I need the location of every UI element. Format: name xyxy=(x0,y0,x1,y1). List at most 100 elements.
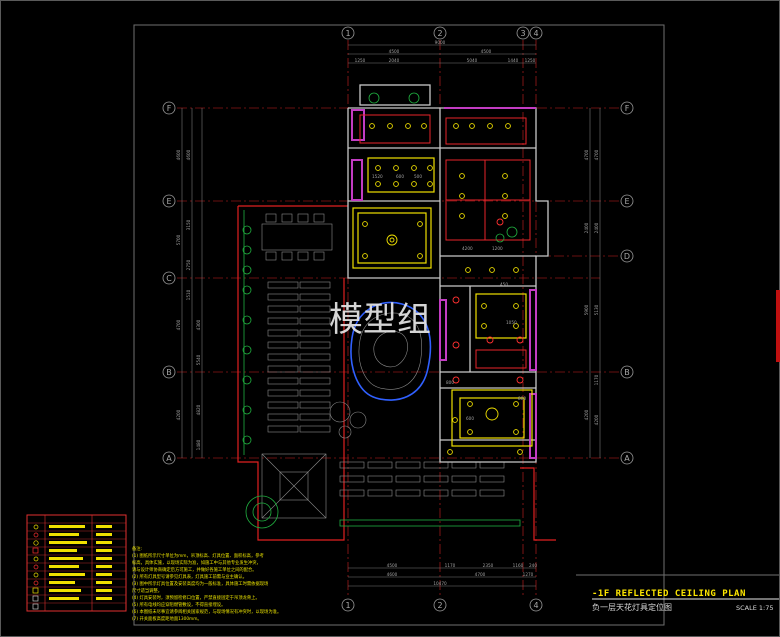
legend-descriptions xyxy=(49,525,112,600)
left-dimension-chain: 4600 5700 4700 4200 4600 3150 2750 1510 … xyxy=(176,108,203,458)
svg-text:4600: 4600 xyxy=(387,572,398,577)
svg-text:5130: 5130 xyxy=(594,304,599,315)
svg-text:E: E xyxy=(166,197,171,206)
svg-text:(1) 图纸所示尺寸单位为mm，吊顶标高、灯具位置、面积标高: (1) 图纸所示尺寸单位为mm，吊顶标高、灯具位置、面积标高，参考 xyxy=(132,552,265,559)
svg-text:4700: 4700 xyxy=(176,319,181,330)
svg-text:B: B xyxy=(166,368,172,377)
svg-text:1440: 1440 xyxy=(508,58,519,63)
building-walls xyxy=(347,84,549,463)
svg-text:4200: 4200 xyxy=(584,409,589,420)
svg-text:请与设计师协商确定后方可施工，并做好各施工单位之间的配合。: 请与设计师协商确定后方可施工，并做好各施工单位之间的配合。 xyxy=(132,566,257,573)
svg-text:4: 4 xyxy=(533,29,538,38)
svg-text:5900: 5900 xyxy=(584,304,589,315)
legend-table xyxy=(26,514,127,612)
svg-text:600: 600 xyxy=(466,416,474,421)
svg-text:4200: 4200 xyxy=(594,414,599,425)
svg-text:4700: 4700 xyxy=(594,149,599,160)
axis-bubble-bottom-4: 4 xyxy=(529,598,543,612)
svg-text:(3) 图中所示灯具位置及安装高度均为一般标准，具体施工时需: (3) 图中所示灯具位置及安装高度均为一般标准，具体施工时需依据现场 xyxy=(132,580,269,587)
svg-text:1250: 1250 xyxy=(355,58,366,63)
svg-text:1: 1 xyxy=(345,29,350,38)
axis-bubble-right-F: F xyxy=(620,101,634,115)
axis-bubble-left-B: B xyxy=(162,365,176,379)
svg-text:1160: 1160 xyxy=(513,563,524,568)
svg-text:E: E xyxy=(624,197,629,206)
axis-bubble-right-A: A xyxy=(620,451,634,465)
svg-text:标高，具体实施，以现场实际为准，如施工中与其他专业发生冲突，: 标高，具体实施，以现场实际为准，如施工中与其他专业发生冲突， xyxy=(132,559,261,566)
axis-bubble-left-E: E xyxy=(162,194,176,208)
svg-text:3: 3 xyxy=(520,29,525,38)
axis-bubble-right-E: E xyxy=(620,194,634,208)
svg-text:2350: 2350 xyxy=(483,563,494,568)
drawing-title-chinese: 负一层天花灯具定位图 xyxy=(592,602,672,612)
svg-text:4500: 4500 xyxy=(387,563,398,568)
terrace-area xyxy=(237,205,556,541)
drawing-title-english: -1F REFLECTED CEILING PLAN xyxy=(592,589,746,599)
water-feature xyxy=(329,301,432,439)
general-notes: 备注: (1) 图纸所示尺寸单位为mm，吊顶标高、灯具位置、面积标高，参考 标高… xyxy=(132,545,281,622)
svg-text:1480: 1480 xyxy=(196,439,201,450)
axis-bubble-left-F: F xyxy=(162,101,176,115)
ceiling-outlines xyxy=(352,114,533,447)
svg-text:4200: 4200 xyxy=(462,246,473,251)
svg-text:C: C xyxy=(166,274,172,283)
axis-bubble-right-B: B xyxy=(620,365,634,379)
svg-text:4820: 4820 xyxy=(196,404,201,415)
light-fixtures xyxy=(362,92,524,455)
svg-text:1270: 1270 xyxy=(523,572,534,577)
axis-bubble-top-4: 4 xyxy=(529,26,543,40)
axis-bubble-bottom-1: 1 xyxy=(341,598,355,612)
svg-text:(6) 本图纸未尽事宜请参阅相关国家规范，与现场情况有冲突时: (6) 本图纸未尽事宜请参阅相关国家规范，与现场情况有冲突时，以现场为准。 xyxy=(132,608,281,615)
svg-text:9000: 9000 xyxy=(435,40,446,45)
svg-text:备注:: 备注: xyxy=(132,545,142,552)
axis-bubble-bottom-2: 2 xyxy=(433,598,447,612)
svg-text:450: 450 xyxy=(500,282,508,287)
axis-bubble-top-2: 2 xyxy=(433,26,447,40)
svg-text:2750: 2750 xyxy=(186,259,191,270)
right-dimension-chain: 4700 2400 5900 4200 4700 2400 5130 1170 … xyxy=(584,108,601,458)
svg-text:4600: 4600 xyxy=(186,149,191,160)
svg-text:5540: 5540 xyxy=(196,354,201,365)
svg-text:2040: 2040 xyxy=(389,58,400,63)
svg-text:5700: 5700 xyxy=(176,234,181,245)
legend-symbols xyxy=(32,524,39,610)
svg-text:D: D xyxy=(624,252,630,261)
svg-text:A: A xyxy=(166,454,172,463)
drawing-title-block: -1F REFLECTED CEILING PLAN 负一层天花灯具定位图 SC… xyxy=(592,589,779,612)
svg-text:800: 800 xyxy=(446,380,454,385)
svg-text:5040: 5040 xyxy=(467,58,478,63)
svg-text:4700: 4700 xyxy=(584,149,589,160)
svg-text:1170: 1170 xyxy=(594,374,599,385)
svg-text:2: 2 xyxy=(437,601,442,610)
svg-text:1: 1 xyxy=(345,601,350,610)
svg-text:4: 4 xyxy=(533,601,538,610)
axis-bubble-left-C: C xyxy=(162,271,176,285)
svg-text:1050: 1050 xyxy=(506,320,517,325)
svg-text:(4) 灯具安装时，须预留检修口位置，严禁直接固定于吊顶龙骨: (4) 灯具安装时，须预留检修口位置，严禁直接固定于吊顶龙骨上。 xyxy=(132,594,260,601)
axis-bubble-left-A: A xyxy=(162,451,176,465)
svg-text:600: 600 xyxy=(396,174,404,179)
svg-text:尺寸适当调整。: 尺寸适当调整。 xyxy=(132,587,162,594)
svg-text:1520: 1520 xyxy=(372,174,383,179)
svg-text:(5) 所有电线均应穿阻燃管敷设，不得直接埋设。: (5) 所有电线均应穿阻燃管敷设，不得直接埋设。 xyxy=(132,601,225,608)
svg-text:240: 240 xyxy=(529,563,537,568)
svg-text:4700: 4700 xyxy=(475,572,486,577)
drawing-frame xyxy=(133,24,665,626)
axis-bubble-top-3: 3 xyxy=(516,26,530,40)
svg-text:4300: 4300 xyxy=(196,319,201,330)
svg-text:A: A xyxy=(624,454,630,463)
svg-text:4600: 4600 xyxy=(176,149,181,160)
svg-text:10470: 10470 xyxy=(433,581,447,586)
svg-text:2400: 2400 xyxy=(584,222,589,233)
svg-text:1250: 1250 xyxy=(525,58,536,63)
svg-text:F: F xyxy=(167,104,172,113)
svg-text:2400: 2400 xyxy=(594,222,599,233)
svg-text:(7) 开关面板高度距地面1300mm。: (7) 开关面板高度距地面1300mm。 xyxy=(132,615,202,622)
svg-text:4500: 4500 xyxy=(389,49,400,54)
row-axes xyxy=(177,107,620,459)
axis-bubble-right-D: D xyxy=(620,249,634,263)
svg-text:(2) 所有灯具型号请参见灯具表，灯具施工前需与业主确认。: (2) 所有灯具型号请参见灯具表，灯具施工前需与业主确认。 xyxy=(132,573,247,580)
svg-text:2: 2 xyxy=(437,29,442,38)
svg-text:1200: 1200 xyxy=(492,246,503,251)
